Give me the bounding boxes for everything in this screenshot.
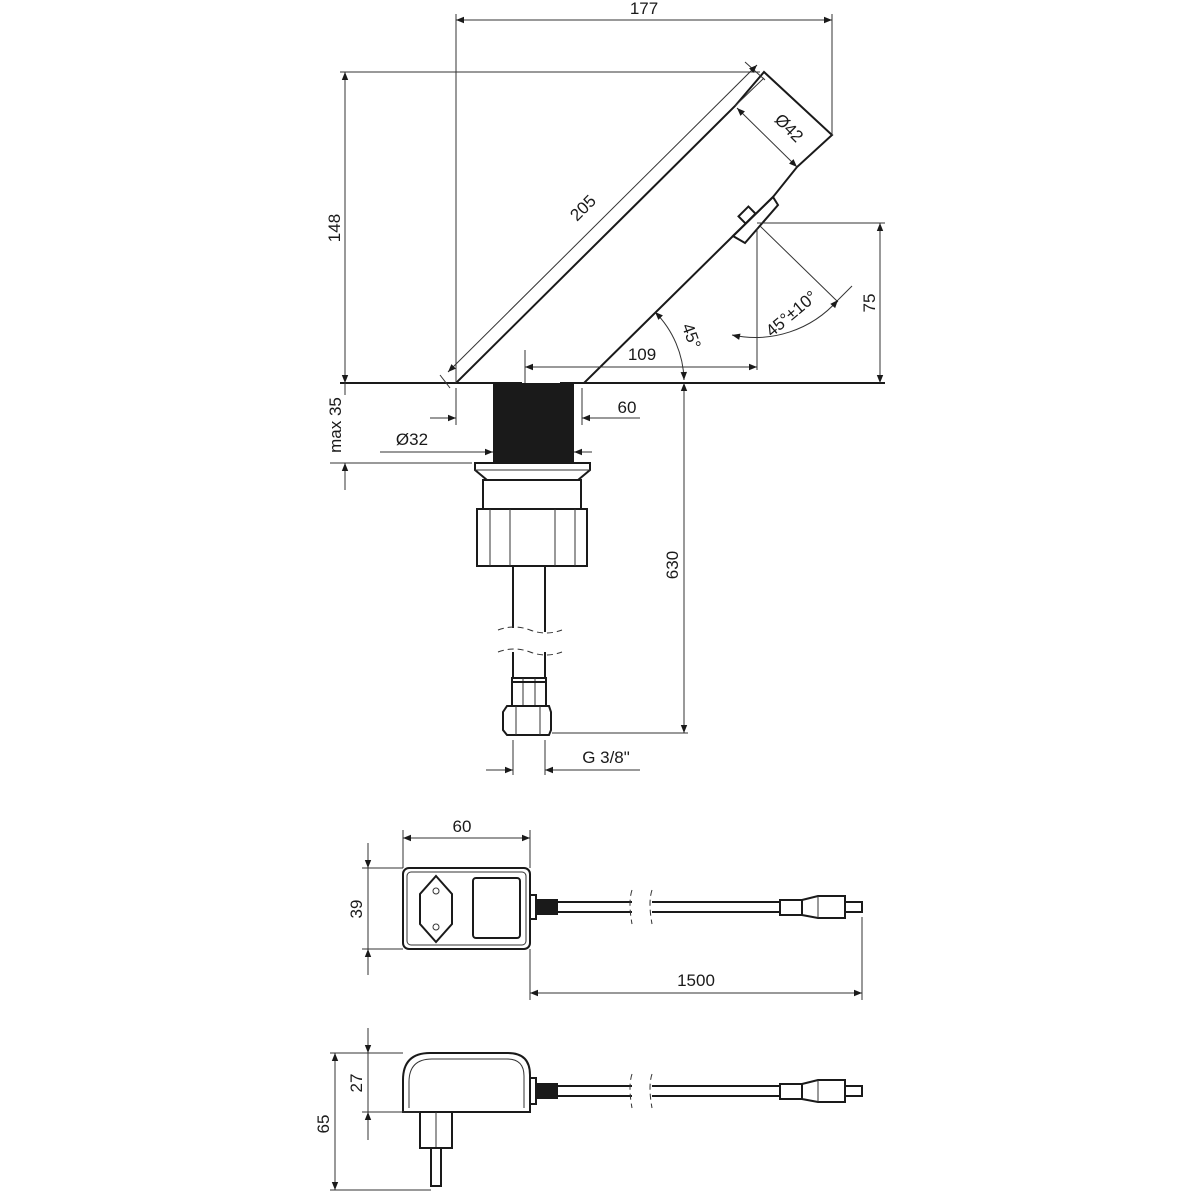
dim-label: 65 [314, 1115, 333, 1134]
sensor-icon [731, 195, 780, 245]
hose [497, 566, 563, 678]
dim-label: Ø42 [771, 110, 807, 146]
power-adapter-side-view: 27 65 [314, 1028, 863, 1191]
body [482, 479, 582, 510]
power-adapter-front-view: 60 39 1500 [347, 817, 863, 1000]
dim-spout-diameter: Ø42 [736, 107, 807, 168]
dim-thread-diameter: Ø32 [380, 430, 592, 456]
dim-adapter-height: 39 [347, 843, 403, 975]
dim-spout-angle: 45° [654, 311, 705, 381]
cable [529, 1073, 863, 1109]
dim-label: 205 [566, 191, 599, 224]
dim-label: 27 [347, 1074, 366, 1093]
dim-label: 75 [860, 294, 879, 313]
dim-label: 148 [325, 214, 344, 242]
dim-max-mount: max 35 [326, 383, 472, 490]
nut [476, 508, 588, 567]
dim-label: 60 [453, 817, 472, 836]
dim-label: 177 [630, 0, 658, 18]
dim-cable-length: 1500 [529, 917, 863, 1000]
dim-label: 60 [618, 398, 637, 417]
plug-pin-icon [419, 1111, 453, 1187]
hose-fitting [502, 677, 552, 736]
dim-connection-thread: G 3/8" [486, 740, 640, 775]
dim-label: 39 [347, 900, 366, 919]
dim-label: 45°±10° [762, 287, 821, 341]
dim-adapter-width: 60 [402, 817, 531, 868]
dim-base-width: 60 [430, 388, 640, 425]
dim-adapter-total-depth: 65 [314, 1053, 431, 1191]
dim-adapter-depth: 27 [330, 1028, 420, 1140]
cable [529, 889, 863, 925]
dim-label: 1500 [677, 971, 715, 990]
label-window [472, 877, 521, 939]
dim-label: 45° [678, 321, 705, 352]
faucet-side-view: 177 148 205 Ø42 75 109 [325, 0, 885, 775]
dim-label: max 35 [326, 397, 345, 453]
dim-hose-length: 630 [552, 383, 688, 734]
dim-spout-length: 205 [439, 61, 766, 389]
dim-sensor-angle: 45°±10° [731, 225, 853, 341]
flange [474, 462, 591, 481]
dim-sensor-offset: 109 [524, 228, 758, 383]
threaded-shank [493, 383, 574, 463]
plug-icon [419, 874, 453, 944]
dim-label: Ø32 [396, 430, 428, 449]
dim-label: 630 [663, 551, 682, 579]
dim-label: 109 [628, 345, 656, 364]
dim-label: G 3/8" [582, 748, 630, 767]
dim-sensor-height: 75 [757, 222, 885, 383]
